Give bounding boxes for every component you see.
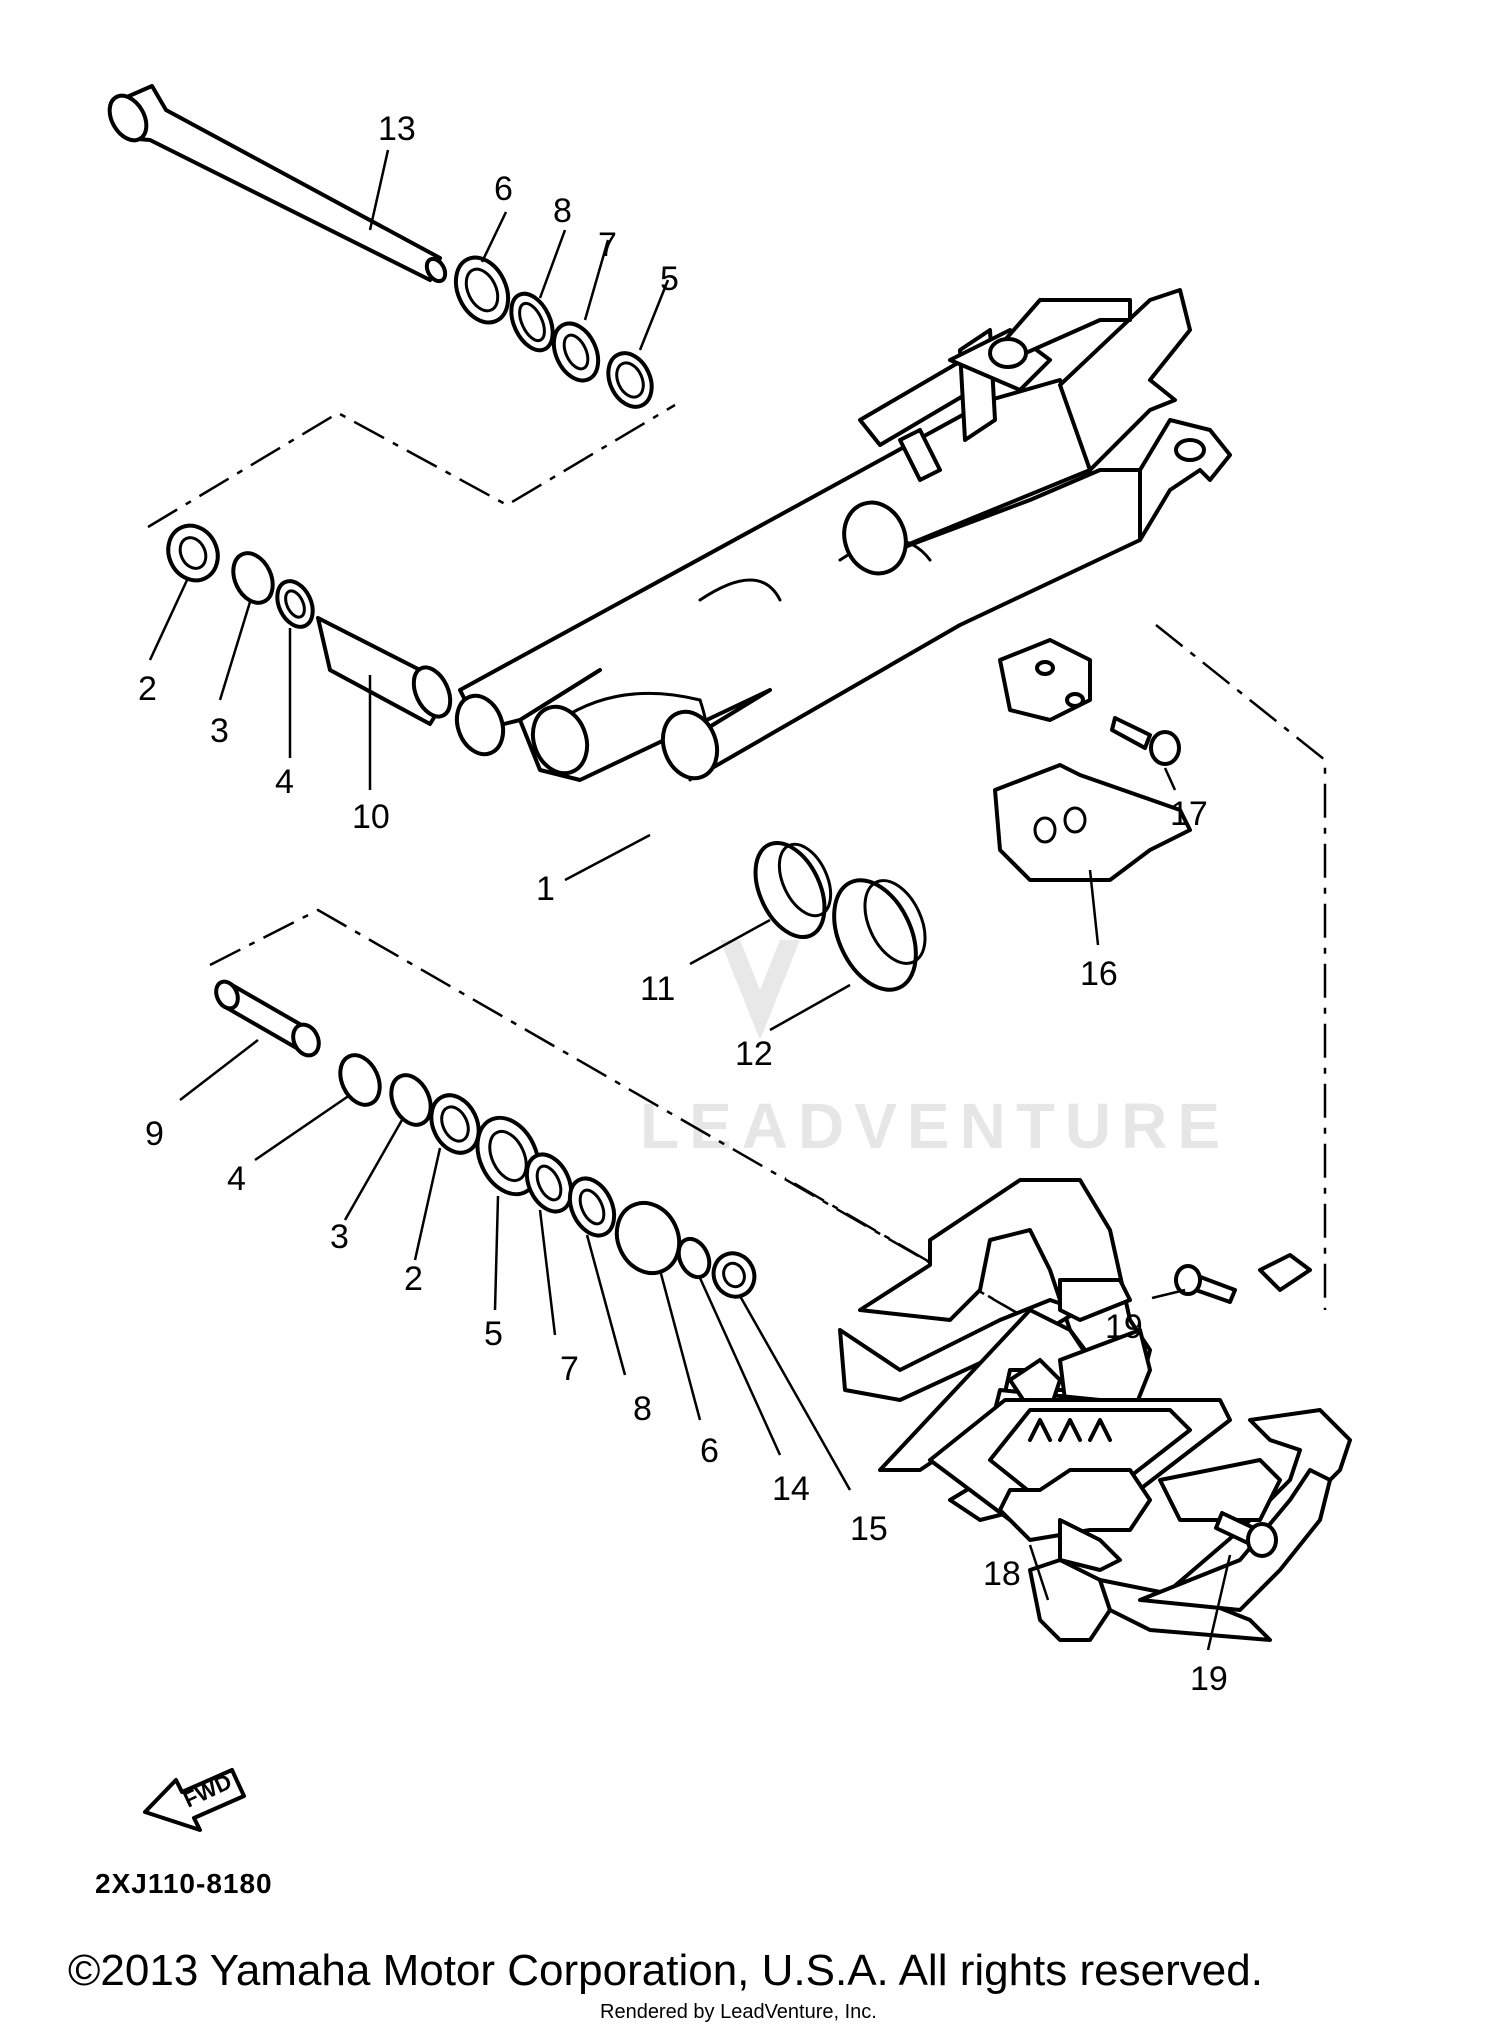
- callout-6b: 6: [700, 1432, 719, 1470]
- watermark-text: LEADVENTURE: [640, 1090, 1230, 1162]
- callout-4b: 4: [227, 1160, 246, 1198]
- callout-6: 6: [494, 170, 513, 208]
- seal-11[interactable]: [742, 832, 841, 948]
- callout-10: 10: [352, 798, 390, 836]
- callout-3: 3: [210, 712, 229, 750]
- callout-2: 2: [138, 670, 157, 708]
- callout-16: 16: [1080, 955, 1118, 993]
- callout-2b: 2: [404, 1260, 423, 1298]
- callout-19b: 19: [1190, 1660, 1228, 1698]
- upper-group-line: [147, 403, 676, 529]
- guard-bolt[interactable]: [1110, 716, 1181, 766]
- callout-7: 7: [598, 226, 617, 264]
- upper-bushing-stack[interactable]: [446, 249, 660, 414]
- rendered-by-text: Rendered by LeadVenture, Inc.: [600, 2001, 877, 2023]
- footrest-bolt-lower[interactable]: [1214, 1511, 1278, 1558]
- copyright-text: ©2013 Yamaha Motor Corporation, U.S.A. A…: [68, 1946, 1263, 1995]
- callout-5b: 5: [484, 1315, 503, 1353]
- pivot-shaft[interactable]: [102, 84, 449, 284]
- footrest-group-line: [1155, 624, 1327, 1310]
- callout-4: 4: [275, 763, 294, 801]
- chain-guard[interactable]: [993, 763, 1192, 882]
- leader-lines: [148, 149, 1232, 1651]
- diagram-code: 2XJ110-8180: [95, 1868, 273, 1899]
- callout-8: 8: [553, 192, 572, 230]
- seal-12[interactable]: [818, 867, 937, 1003]
- assembly-lines: [147, 403, 1327, 1327]
- callout-11: 11: [640, 970, 675, 1008]
- callout-1: 1: [536, 870, 555, 908]
- callout-18: 18: [983, 1555, 1021, 1593]
- footrest[interactable]: [838, 1178, 1352, 1642]
- lower-bearing-stack[interactable]: [212, 978, 761, 1303]
- callout-19: 19: [1105, 1308, 1143, 1346]
- callout-12: 12: [735, 1035, 773, 1073]
- forward-arrow-icon: FWD: [143, 1768, 246, 1832]
- callout-14: 14: [772, 1470, 810, 1508]
- left-bearing-stack[interactable]: [159, 517, 457, 726]
- callout-9: 9: [145, 1115, 164, 1153]
- callout-5: 5: [660, 260, 679, 298]
- callout-3b: 3: [330, 1218, 349, 1256]
- callout-13: 13: [378, 110, 416, 148]
- footrest-bolt-upper[interactable]: [1174, 1264, 1237, 1304]
- callouts: 13 6 8 7 5 2 3 4 10 1 11 12 16 17 9 4 3 …: [138, 110, 1228, 1698]
- callout-17: 17: [1170, 795, 1208, 833]
- watermark-logo-icon: [720, 940, 800, 1040]
- swingarm[interactable]: [449, 288, 1232, 786]
- callout-8b: 8: [633, 1390, 652, 1428]
- lower-group-line: [209, 908, 1039, 1327]
- callout-7b: 7: [560, 1350, 579, 1388]
- callout-15: 15: [850, 1510, 888, 1548]
- watermark: LEADVENTURE: [640, 940, 1230, 1162]
